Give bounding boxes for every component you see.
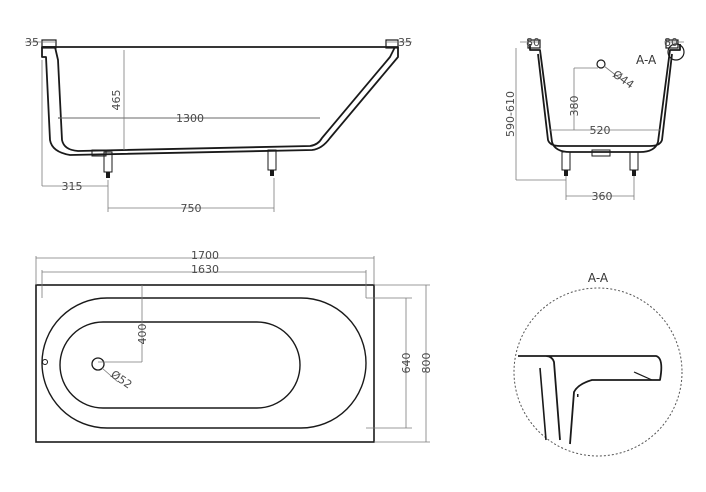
section-view-height-label: 590-610 (504, 91, 517, 137)
detail-view-inner-edge (539, 367, 547, 441)
top-view-outer-width-label: 800 (420, 353, 433, 374)
side-view-shell (42, 46, 396, 152)
detail-view-cap (633, 371, 653, 381)
top-view-drain-offset-label: 400 (136, 324, 149, 345)
top-view-basin-inner (59, 321, 301, 409)
side-view-rim-left-label: 35 (25, 36, 39, 49)
section-view-inner-shell (537, 53, 673, 147)
side-view-depth-label: 465 (110, 90, 123, 111)
section-view-label: A-A (636, 53, 657, 67)
side-view-drain (91, 149, 107, 157)
section-view-leg-left (561, 151, 571, 176)
detail-view: A-A (513, 271, 683, 457)
top-view-drain-diameter-label: Ø52 (108, 368, 134, 392)
detail-view-circle (513, 287, 683, 457)
side-view-leg-spacing-label: 750 (181, 202, 202, 215)
side-view: 35 35 465 1300 315 750 (25, 36, 412, 215)
section-view-left-flange (527, 39, 541, 49)
detail-view-profile (518, 355, 663, 445)
section-view-leg-right (629, 151, 639, 176)
side-view-inner-length-label: 1300 (176, 112, 204, 125)
top-view-outer-rim (35, 284, 375, 443)
top-view-basin-outer (41, 297, 367, 429)
top-view-inner-width-label: 640 (400, 353, 413, 374)
side-view-rim-right-label: 35 (398, 36, 412, 49)
section-view-outer-shell (529, 44, 681, 153)
side-view-right-flange (385, 39, 399, 49)
top-view: 1700 1630 400 Ø52 640 800 (35, 249, 433, 443)
top-view-overflow-mark (42, 359, 48, 365)
side-view-leg-offset-label: 315 (62, 180, 83, 193)
section-view-overflow-hole (596, 59, 606, 69)
section-view-overflow-diameter-label: Ø44 (610, 68, 636, 92)
section-view-detail-marker (667, 43, 685, 61)
side-view-outer-wall (41, 46, 399, 156)
top-view-outer-length-label: 1700 (191, 249, 219, 262)
detail-view-hole-mark (577, 394, 579, 397)
section-view-drain (591, 149, 611, 157)
top-view-drain (91, 357, 105, 371)
side-view-leg-left (103, 151, 113, 178)
section-view: A-A 80 80 590-610 380 Ø44 520 360 (504, 36, 685, 203)
top-view-inner-length-label: 1630 (191, 263, 219, 276)
side-view-leg-right (267, 149, 277, 176)
section-view-overflow-height-label: 380 (568, 96, 581, 117)
section-view-rim-left-label: 80 (526, 36, 540, 49)
side-view-left-flange (41, 39, 57, 49)
section-view-leg-spacing-label: 360 (592, 190, 613, 203)
section-view-rim-right-label: 80 (664, 36, 678, 49)
detail-view-label: A-A (588, 271, 609, 285)
section-view-bottom-width-label: 520 (590, 124, 611, 137)
